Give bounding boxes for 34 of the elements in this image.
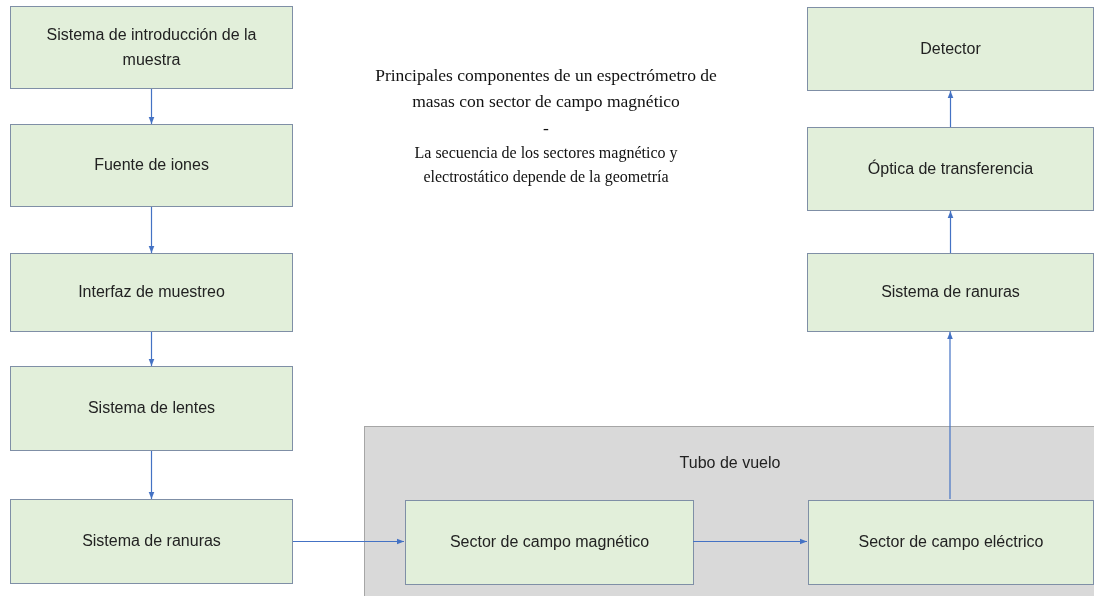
box-label: Fuente de iones: [94, 155, 209, 176]
process-box: [10, 366, 293, 451]
box-label: Sector de campo magnético: [449, 532, 650, 553]
process-box: [10, 6, 293, 89]
arrow: [148, 88, 155, 125]
arrow: [947, 331, 953, 500]
process-box: [807, 127, 1094, 211]
separator-dash: -: [542, 116, 550, 140]
box-label: Interfaz de muestreo: [78, 282, 225, 303]
process-box: [405, 500, 694, 585]
arrow: [947, 90, 954, 128]
arrow: [292, 538, 405, 545]
note-text: La secuencia de los sectores magnético y electrostático depende de la geometría: [413, 142, 679, 188]
process-box: [807, 7, 1094, 91]
box-label: Sistema de ranuras: [82, 531, 221, 552]
box-label: Óptica de transferencia: [867, 158, 1034, 179]
diagram-title: Principales componentes de un espectrómetro de masas con sector de campo magnético: [374, 64, 718, 114]
arrow: [692, 538, 808, 545]
box-label: Sistema de ranuras: [881, 282, 1020, 303]
process-box: [10, 499, 293, 584]
group-label: Tubo de vuelo: [678, 453, 782, 473]
box-label: Sector de campo eléctrico: [858, 532, 1044, 553]
arrow: [148, 331, 155, 367]
process-box: [10, 253, 293, 332]
process-box: [10, 124, 293, 207]
arrow: [148, 206, 155, 254]
group-band: [364, 426, 1094, 596]
box-label: Sistema de introducción de la muestra: [45, 24, 258, 70]
process-box: [807, 253, 1094, 332]
arrow: [947, 210, 954, 254]
arrow: [148, 450, 155, 500]
process-box: [808, 500, 1094, 585]
box-label: Sistema de lentes: [87, 398, 216, 419]
box-label: Detector: [920, 38, 981, 59]
